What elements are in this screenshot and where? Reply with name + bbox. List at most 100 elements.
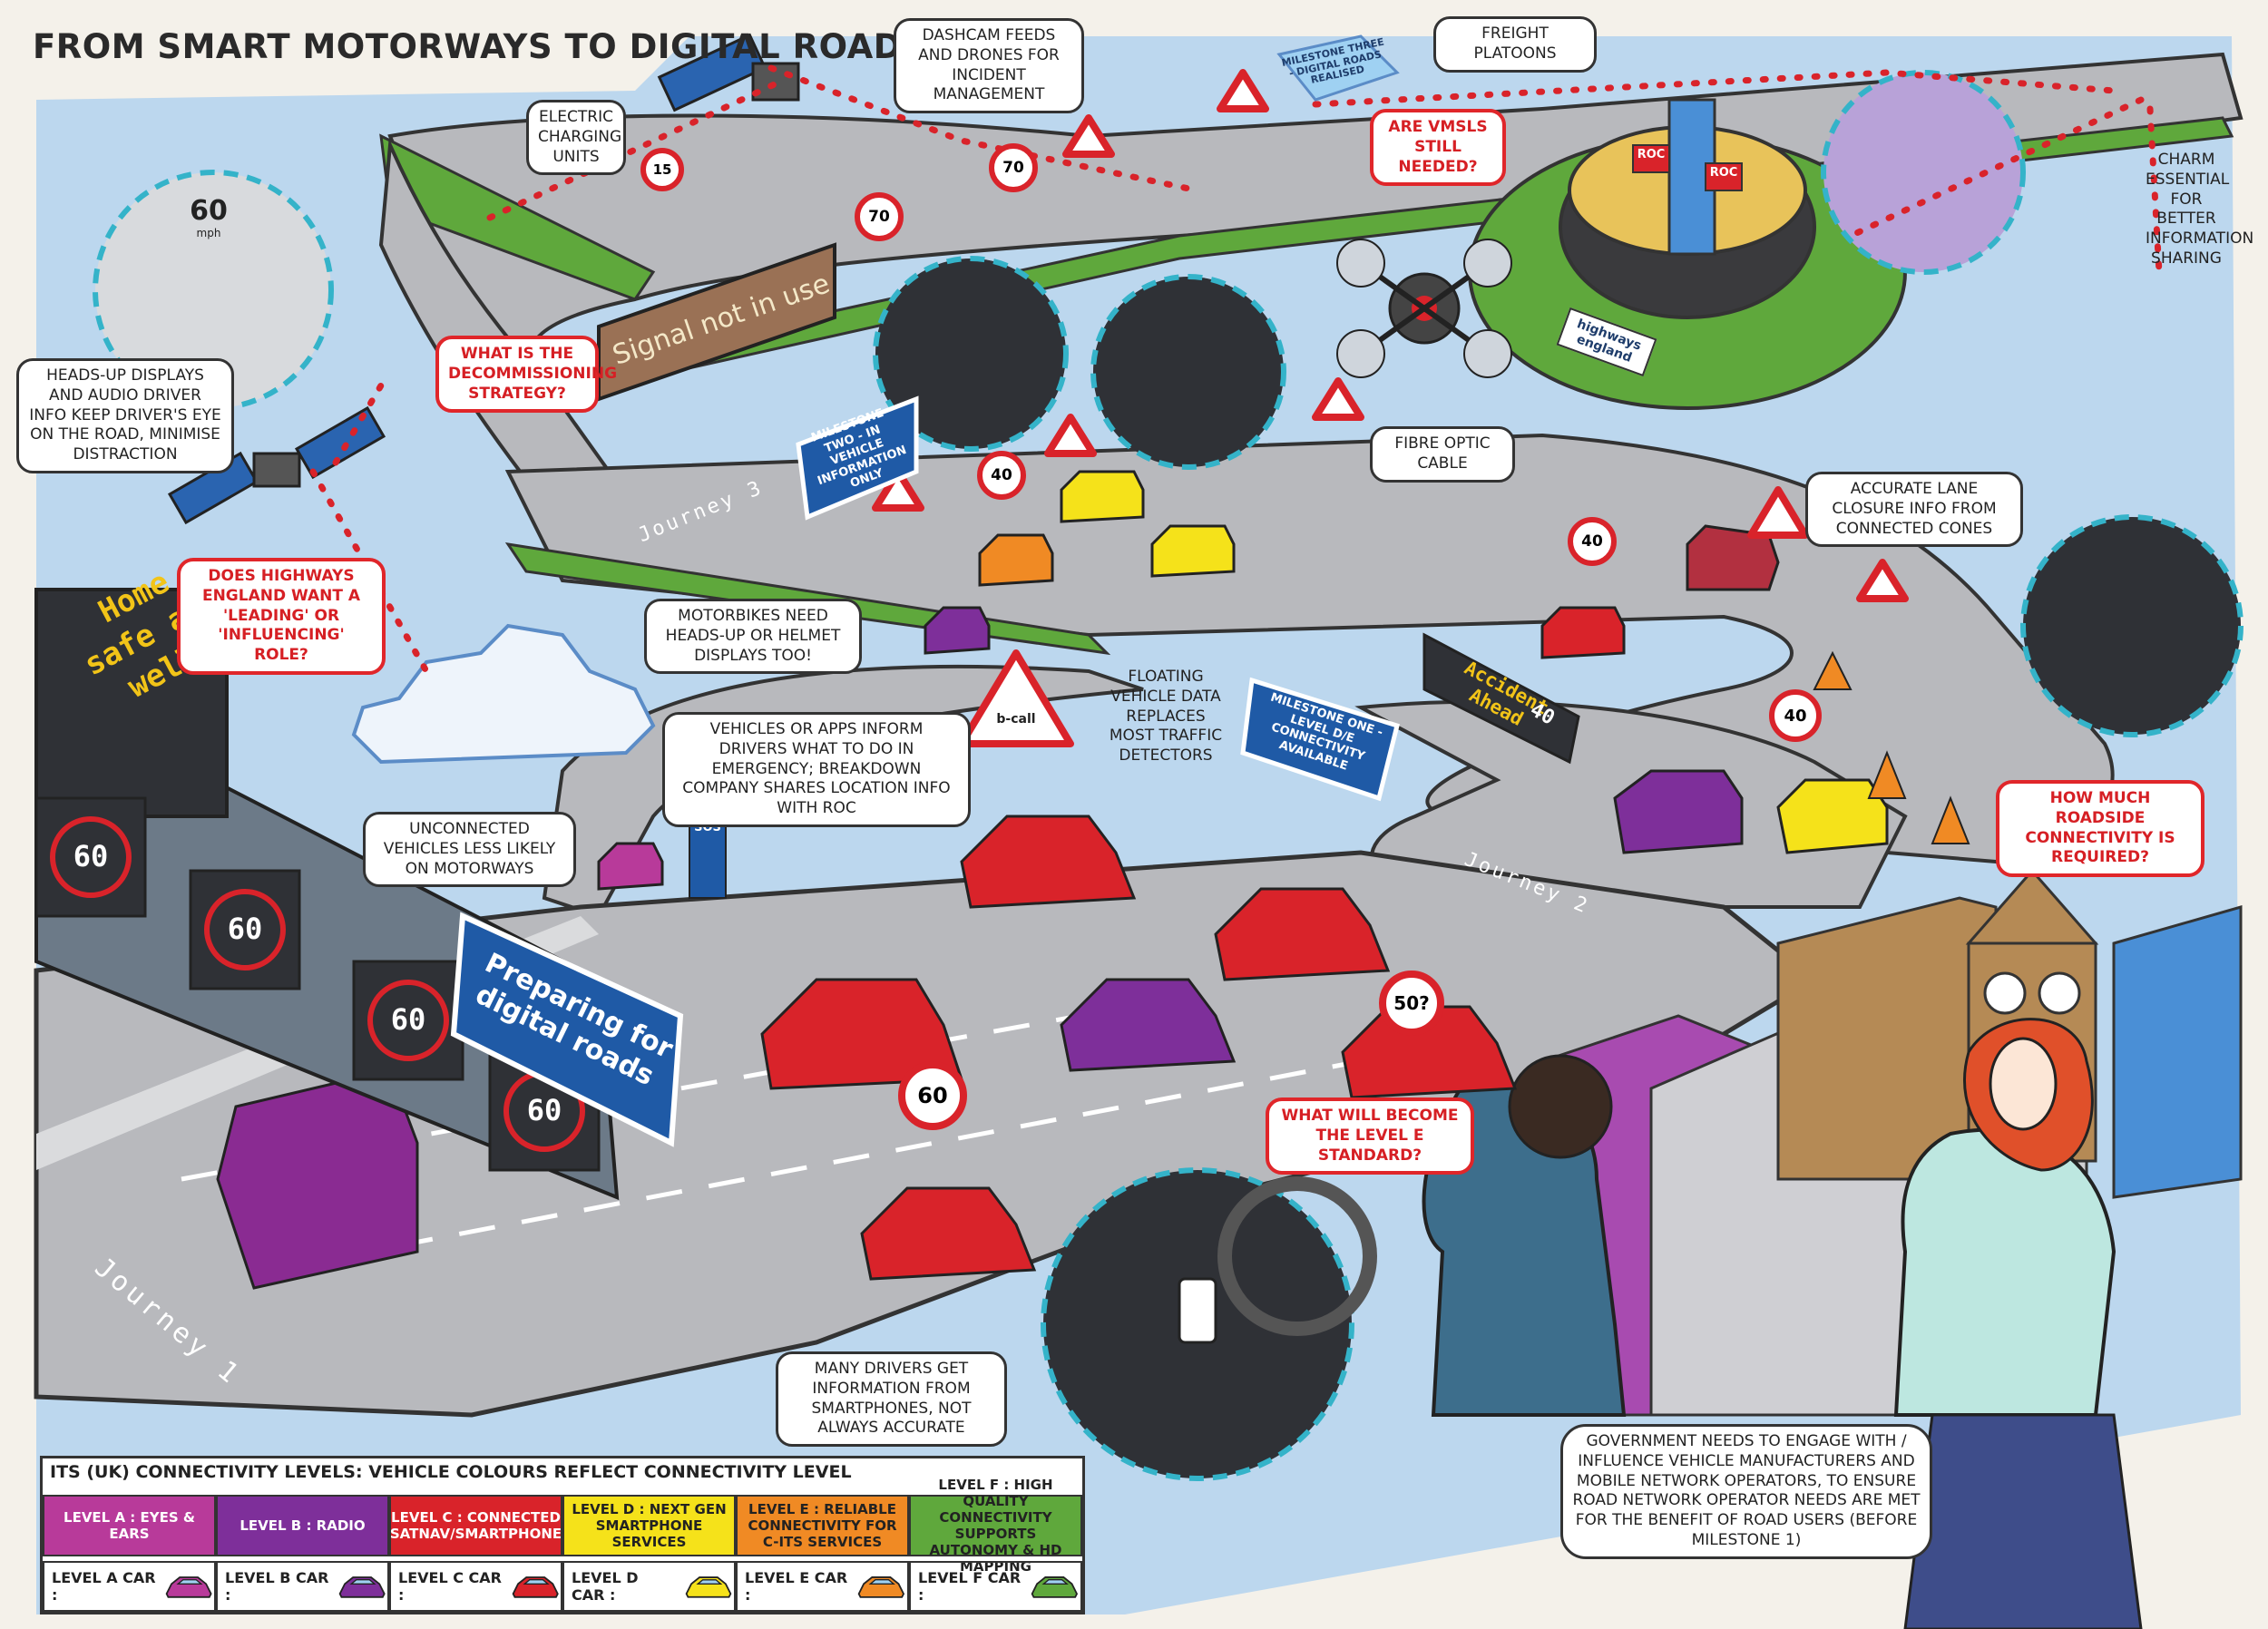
milestone-two-sign: [796, 395, 919, 521]
legend-level-f: LEVEL F : HIGH QUALITY CONNECTIVITY SUPP…: [909, 1477, 1082, 1575]
legend-title: ITS (UK) CONNECTIVITY LEVELS: VEHICLE CO…: [50, 1462, 852, 1482]
callout-vmsl: ARE VMSLs STILL NEEDED?: [1370, 109, 1506, 187]
callout-lane-closure: ACCURATE LANE CLOSURE INFO FROM CONNECTE…: [1805, 472, 2023, 548]
legend-car-a: LEVEL A CAR :: [43, 1561, 216, 1612]
motorbike-magnifier: [873, 256, 1069, 452]
level-b-truck: [216, 1068, 419, 1290]
warning-triangle-icon: [1044, 414, 1097, 457]
callout-unconnected: UNCONNECTED VEHICLES LESS LIKELY ON MOTO…: [363, 812, 576, 888]
car-display-magnifier: [1090, 274, 1286, 470]
smartphone: [1178, 1277, 1217, 1344]
level-a-car: [597, 842, 664, 891]
level-b-car: [924, 606, 991, 655]
callout-highways-role: DOES HIGHWAYS ENGLAND WANT A 'LEADING' O…: [177, 558, 386, 675]
gantry-speed-3: 60: [390, 1002, 426, 1037]
gantry-speed-2: 60: [227, 912, 263, 946]
gantry-speed-4: 60: [526, 1093, 562, 1127]
legend-car-d: LEVEL D CAR :: [562, 1561, 736, 1612]
legend-car-label: LEVEL C CAR :: [398, 1569, 502, 1604]
level-c-car: [1214, 887, 1391, 981]
roc-label-2: ROC: [1709, 166, 1738, 180]
speed-sign-15: 15: [640, 148, 684, 191]
level-e-car: [978, 533, 1054, 587]
warning-triangle-icon: [1312, 377, 1364, 421]
legend-car-label: LEVEL A CAR :: [52, 1569, 156, 1604]
satellite-icon: [657, 33, 800, 112]
callout-charm: CHARM ESSENTIAL FOR BETTER INFORMATION S…: [2146, 151, 2254, 268]
woman-figure: [1893, 1127, 2116, 1417]
accident-ahead-vms: [1422, 632, 1580, 765]
drone-icon: [1336, 239, 1512, 378]
legend-level-a: LEVEL A : EYES & EARS: [43, 1495, 216, 1556]
car-icon: [685, 1576, 732, 1598]
steering-wheel: [1217, 1176, 1377, 1336]
car-icon: [165, 1576, 212, 1598]
gantry-speed-1: 60: [73, 839, 109, 873]
legend-level-c: LEVEL C : CONNECTED SATNAV/SMARTPHONE: [389, 1495, 562, 1556]
speed-sign-60: 60: [898, 1061, 967, 1130]
signal-not-in-use-sign: [597, 242, 836, 402]
callout-motorbikes: MOTORBIKES NEED HEADS-UP OR HELMET DISPL…: [644, 599, 862, 675]
roc-office-magnifier: [1821, 70, 2026, 275]
milestone-three-cloud: [1276, 34, 1400, 102]
callout-electric-charging: ELECTRIC CHARGING UNITS: [526, 100, 626, 176]
car-icon: [512, 1576, 559, 1598]
legend-car-e: LEVEL E CAR :: [736, 1561, 909, 1612]
legend-car-b: LEVEL B CAR :: [216, 1561, 389, 1612]
glass-building: [2112, 905, 2243, 1199]
warning-display-magnifier: [2020, 514, 2244, 737]
speed-sign-40: 40: [1568, 517, 1617, 566]
legend-level-d: LEVEL D : NEXT GEN SMARTPHONE SERVICES: [562, 1495, 736, 1556]
car-icon: [338, 1576, 386, 1598]
callout-freight: FREIGHT PLATOONS: [1433, 16, 1597, 73]
warning-triangle-icon: [1856, 559, 1909, 602]
page-title: FROM SMART MOTORWAYS TO DIGITAL ROADS: [33, 27, 927, 66]
callout-level-e-standard: WHAT WILL BECOME THE LEVEL E STANDARD?: [1266, 1097, 1474, 1175]
legend-car-label: LEVEL B CAR :: [225, 1569, 329, 1604]
hud-unit: mph: [196, 227, 221, 239]
speed-sign-70: 70: [989, 143, 1038, 192]
warning-triangle-icon: [1217, 69, 1269, 112]
roc-label-1: ROC: [1637, 148, 1666, 161]
ecall-label: b-call: [996, 712, 1036, 727]
callout-dashcam: DASHCAM FEEDS AND DRONES FOR INCIDENT MA…: [894, 18, 1084, 113]
hud-magnifier: [93, 170, 334, 411]
level-d-car: [1150, 524, 1236, 578]
level-d-car: [1060, 470, 1145, 523]
callout-vehicles-apps: VEHICLES OR APPS INFORM DRIVERS WHAT TO …: [662, 712, 971, 827]
milestone-one-sign: [1240, 677, 1400, 802]
hud-speed: 60: [190, 195, 228, 227]
speed-sign-70: 70: [855, 192, 904, 241]
warning-triangle-icon: [1062, 114, 1115, 158]
legend-car-label: LEVEL D CAR :: [572, 1569, 639, 1604]
clock-face: [2038, 971, 2081, 1015]
preparing-sign: [450, 912, 684, 1147]
speed-sign-40: 40: [1769, 689, 1822, 742]
woman-face: [1989, 1037, 2058, 1131]
callout-smartphones: MANY DRIVERS GET INFORMATION FROM SMARTP…: [776, 1351, 1007, 1447]
man-head: [1508, 1054, 1613, 1159]
car-icon: [857, 1576, 905, 1598]
callout-floating: FLOATING VEHICLE DATA REPLACES MOST TRAF…: [1109, 668, 1223, 765]
callout-government: GOVERNMENT NEEDS TO ENGAGE WITH / INFLUE…: [1560, 1424, 1932, 1559]
speed-sign-50q: 50?: [1379, 971, 1444, 1036]
level-c-car: [960, 814, 1137, 909]
callout-fibre: FIBRE OPTIC CABLE: [1370, 426, 1515, 483]
level-c-car: [1686, 524, 1780, 591]
warning-triangle-icon: [958, 649, 1074, 747]
legend-car-label: LEVEL E CAR :: [745, 1569, 848, 1604]
clock-face: [1983, 971, 2027, 1015]
satellite-icon: [167, 405, 386, 525]
callout-heads-up: HEADS-UP DISPLAYS AND AUDIO DRIVER INFO …: [16, 358, 234, 473]
callout-decommissioning: WHAT IS THE DECOMMISSIONING STRATEGY?: [435, 336, 617, 414]
woman-skirt: [1903, 1413, 2143, 1629]
level-c-car: [1540, 606, 1626, 659]
sos-sign: [689, 815, 727, 899]
speed-sign-40: 40: [977, 451, 1026, 500]
traffic-cones: [1813, 650, 1970, 844]
cloud: [351, 623, 656, 765]
level-b-car: [1613, 769, 1744, 854]
legend-level-e: LEVEL E : RELIABLE CONNECTIVITY FOR C-IT…: [736, 1495, 909, 1556]
